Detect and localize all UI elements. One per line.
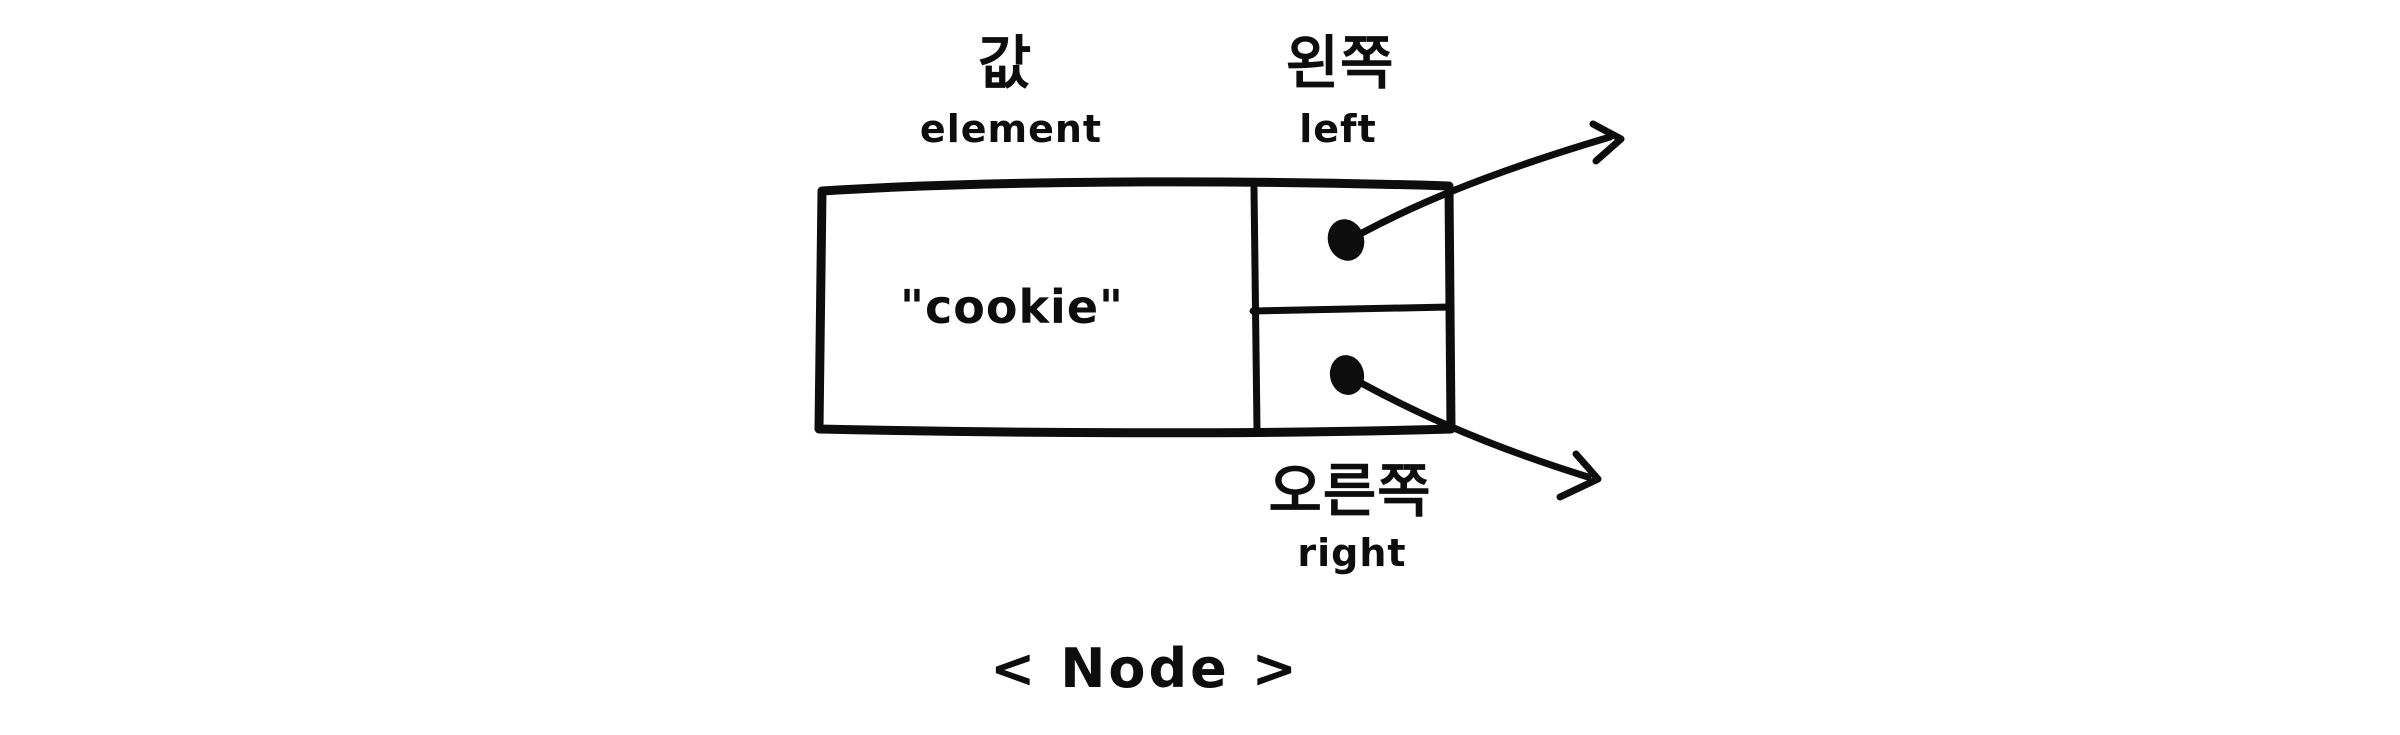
left-right-divider (1249, 303, 1454, 315)
left-pointer-dot (1327, 219, 1365, 261)
element-field-label-korean: 값 (977, 29, 1033, 97)
left-field-label-english: left (1299, 107, 1377, 151)
right-field-label-english: right (1297, 531, 1407, 575)
right-field-label-korean: 오른쪽 (1268, 457, 1432, 525)
left-field-label-korean: 왼쪽 (1285, 29, 1395, 97)
right-pointer-dot (1329, 355, 1365, 395)
element-value-text: "cookie" (900, 280, 1124, 334)
right-pointer-arrowhead-icon (1556, 450, 1602, 501)
element-field-label-english: element (919, 107, 1103, 151)
left-pointer-arrow (1358, 133, 1614, 237)
right-pointer-arrow (1359, 380, 1592, 481)
diagram-caption: < Node > (990, 637, 1300, 700)
left-pointer-arrowhead-icon (1589, 120, 1625, 165)
